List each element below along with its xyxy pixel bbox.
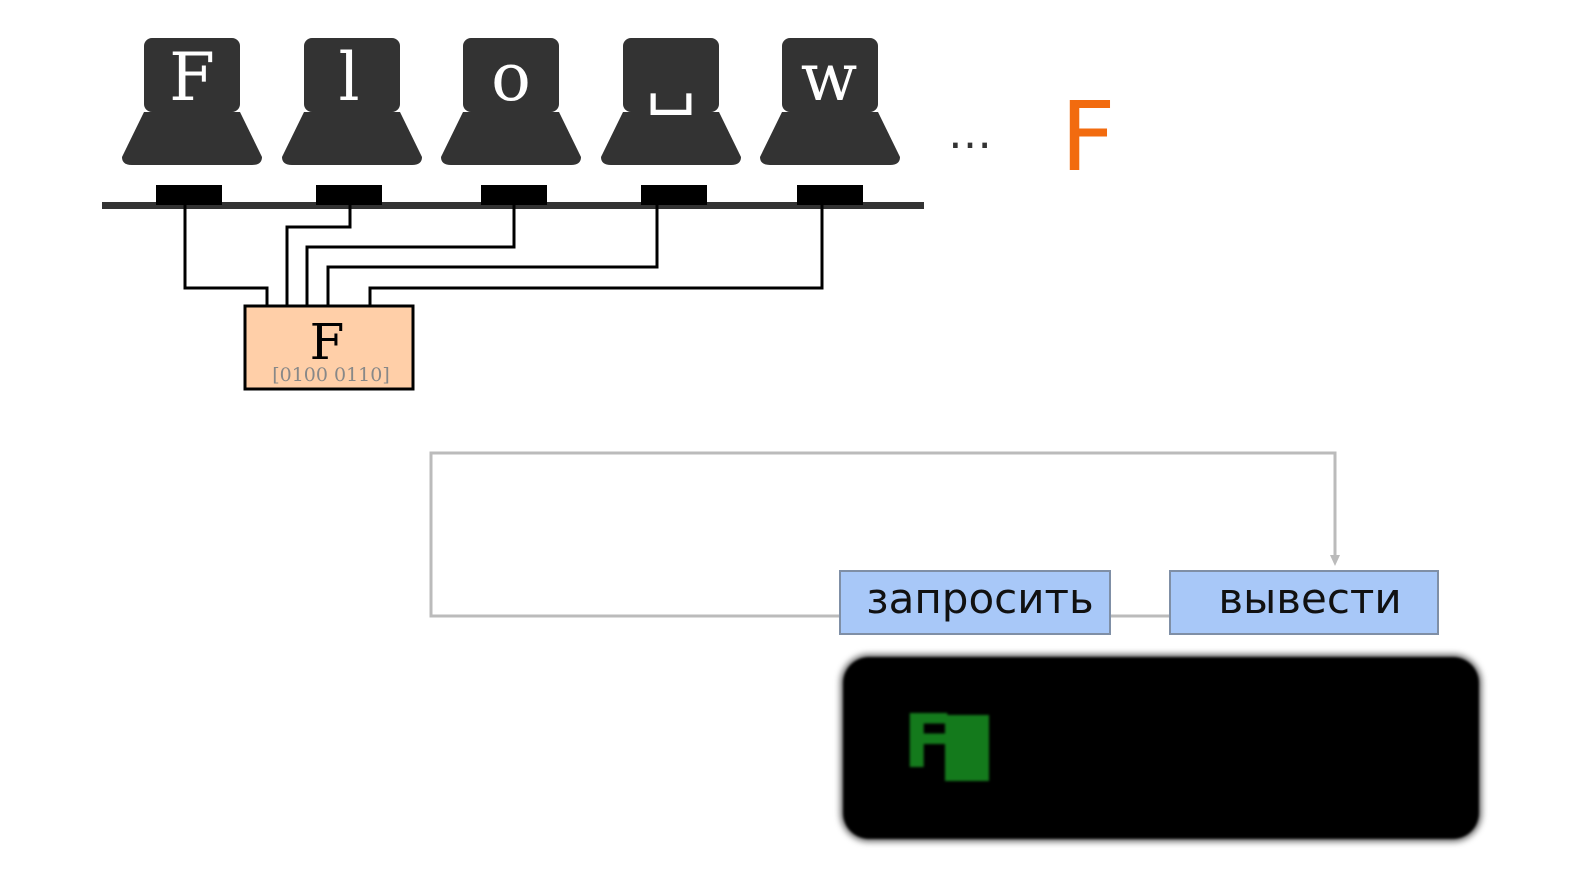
request-label: запросить	[866, 574, 1094, 623]
computer-3: o	[441, 38, 581, 165]
print-action: вывести	[1169, 570, 1439, 635]
bus-connectors	[156, 185, 863, 205]
register-char: F	[310, 313, 345, 371]
loop-arrowhead	[1330, 555, 1340, 566]
computer-4: ␣	[601, 38, 741, 165]
loop-line	[429, 451, 1337, 618]
computer-2: l	[282, 38, 422, 165]
terminal-screen: F	[843, 657, 1479, 839]
current-char: F	[1060, 81, 1115, 193]
print-label: вывести	[1218, 574, 1401, 623]
register-box: F [0100 0110]	[243, 304, 415, 391]
register-bits: [0100 0110]	[272, 364, 390, 386]
computer-5: w	[760, 38, 900, 165]
ellipsis: …	[948, 108, 992, 159]
key-glyph-w: w	[801, 39, 858, 116]
key-glyph-space: ␣	[646, 39, 696, 116]
terminal-cursor	[945, 715, 989, 781]
computer-1: F	[122, 38, 262, 165]
key-glyph-l: l	[338, 39, 359, 116]
key-glyph-f: F	[169, 39, 215, 116]
bit-wires	[183, 205, 824, 306]
request-action: запросить	[839, 570, 1111, 635]
key-glyph-o: o	[491, 39, 531, 116]
